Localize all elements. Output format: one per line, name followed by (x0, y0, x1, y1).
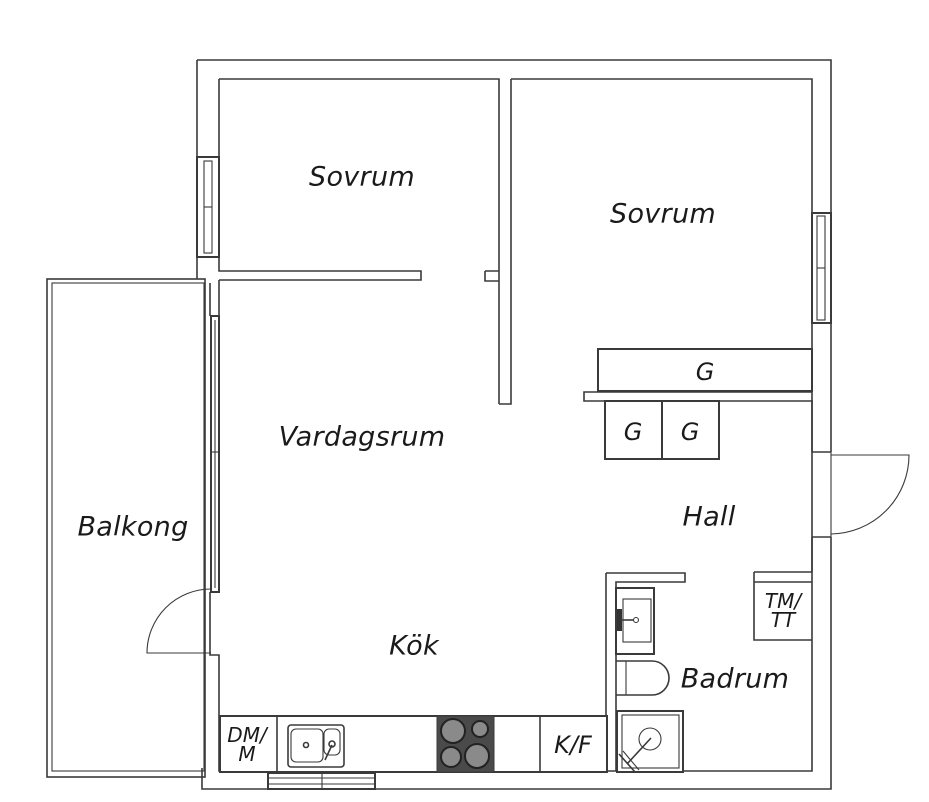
window-living-room (210, 315, 220, 593)
entrance-door (811, 401, 910, 572)
fridge-freezer-label: K/F (554, 731, 592, 759)
washer-dryer-label-line2: TT (770, 608, 796, 632)
room-label-kitchen: Kök (389, 630, 439, 662)
dishwasher-label-line2: M (238, 742, 256, 766)
room-label-living-room: Vardagsrum (278, 421, 446, 453)
stove (436, 715, 495, 773)
window-kitchen (267, 772, 376, 790)
room-label-bedroom-2: Sovrum (610, 198, 716, 230)
room-label-bathroom: Badrum (680, 663, 790, 695)
toilet (616, 660, 670, 696)
room-label-hall: Hall (682, 501, 736, 533)
balcony-door (146, 588, 212, 654)
kitchen-counter (219, 715, 608, 773)
washer-dryer-label-line1: TM/ (764, 589, 802, 613)
dishwasher-label: DM/ M (227, 723, 267, 766)
bathroom-sink (615, 587, 655, 655)
window-bedroom-1 (196, 156, 220, 258)
shower (616, 710, 684, 773)
room-label-bedroom-1: Sovrum (309, 161, 415, 193)
room-label-balcony: Balkong (77, 511, 189, 543)
balcony (46, 278, 206, 778)
wardrobe-label-top: G (695, 358, 715, 386)
wardrobe-label-left: G (623, 418, 643, 446)
dishwasher-label-line1: DM/ (227, 723, 267, 747)
window-bedroom-2 (811, 212, 832, 324)
wardrobe-label-right: G (680, 418, 700, 446)
kitchen-sink (287, 724, 345, 768)
washer-dryer-label: TM/ TT (764, 589, 802, 632)
